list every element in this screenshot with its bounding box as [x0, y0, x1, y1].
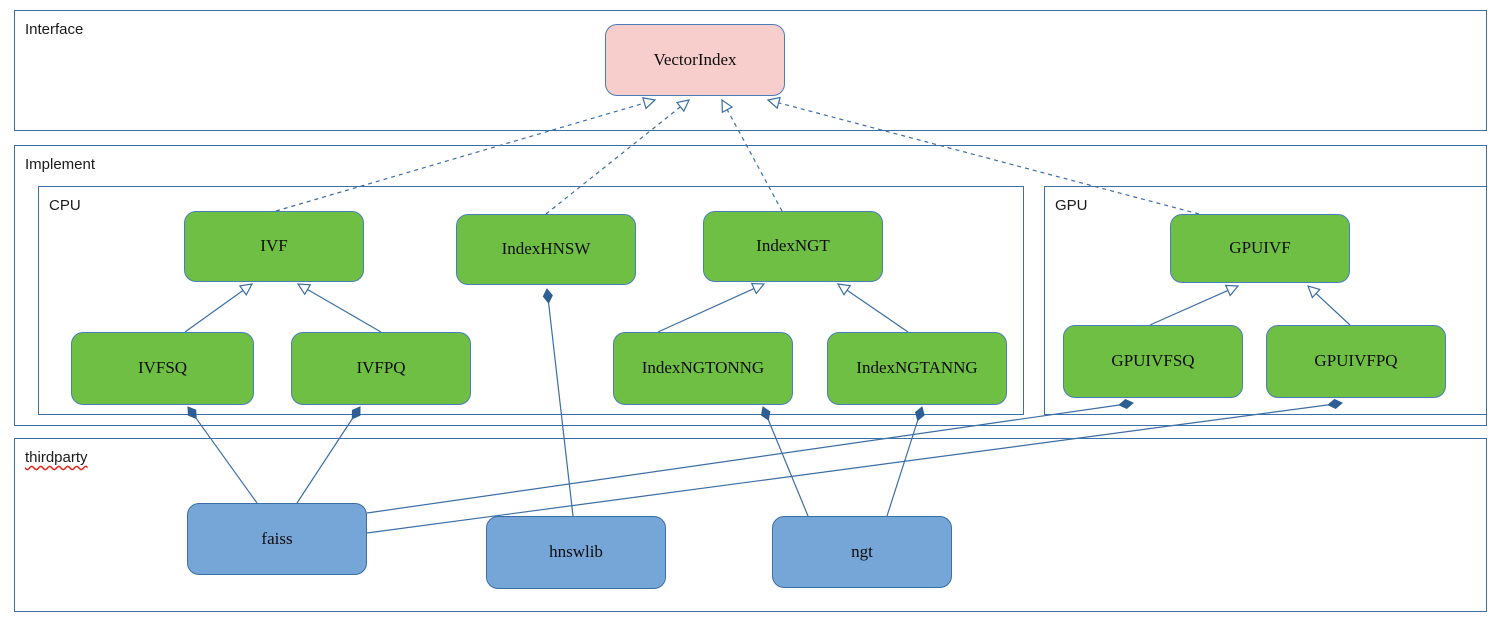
node-ivf[interactable]: IVF — [184, 211, 364, 282]
node-label-gpuivf: GPUIVF — [1229, 238, 1291, 258]
node-label-ivfpq: IVFPQ — [356, 358, 406, 378]
group-label-implement: Implement — [25, 156, 96, 173]
node-indexhnsw[interactable]: IndexHNSW — [456, 214, 636, 285]
node-label-gpuivfpq: GPUIVFPQ — [1314, 351, 1398, 371]
node-indexngt[interactable]: IndexNGT — [703, 211, 883, 282]
node-label-hnswlib: hnswlib — [549, 542, 603, 562]
group-label-cpu: CPU — [49, 197, 81, 214]
node-label-indexngtanng: IndexNGTANNG — [856, 358, 978, 378]
node-gpuivfpq[interactable]: GPUIVFPQ — [1266, 325, 1446, 398]
node-label-faiss: faiss — [261, 528, 293, 548]
node-label-ivfsq: IVFSQ — [137, 358, 188, 378]
group-label-interface: Interface — [25, 21, 84, 38]
node-indexngtonng[interactable]: IndexNGTONNG — [613, 332, 793, 405]
node-label-ivf: IVF — [260, 236, 288, 256]
node-ivfsq[interactable]: IVFSQ — [71, 332, 254, 405]
node-indexngtanng[interactable]: IndexNGTANNG — [827, 332, 1007, 405]
node-label-indexngtonng: IndexNGTONNG — [641, 358, 765, 378]
group-label-thirdparty: thirdparty — [25, 449, 88, 466]
node-label-ngt: ngt — [851, 541, 873, 561]
node-faiss[interactable]: faiss — [187, 503, 367, 575]
node-ngt[interactable]: ngt — [772, 516, 952, 588]
group-label-gpu: GPU — [1055, 197, 1088, 214]
node-label-gpuivfsq: GPUIVFSQ — [1111, 351, 1195, 371]
node-gpuivf[interactable]: GPUIVF — [1170, 214, 1350, 283]
node-hnswlib[interactable]: hnswlib — [486, 516, 666, 589]
node-label-indexngt: IndexNGT — [756, 236, 830, 256]
node-ivfpq[interactable]: IVFPQ — [291, 332, 471, 405]
node-label-indexhnsw: IndexHNSW — [501, 239, 591, 259]
node-gpuivfsq[interactable]: GPUIVFSQ — [1063, 325, 1243, 398]
node-vectorindex[interactable]: VectorIndex — [605, 24, 785, 96]
node-label-vectorindex: VectorIndex — [653, 49, 737, 69]
